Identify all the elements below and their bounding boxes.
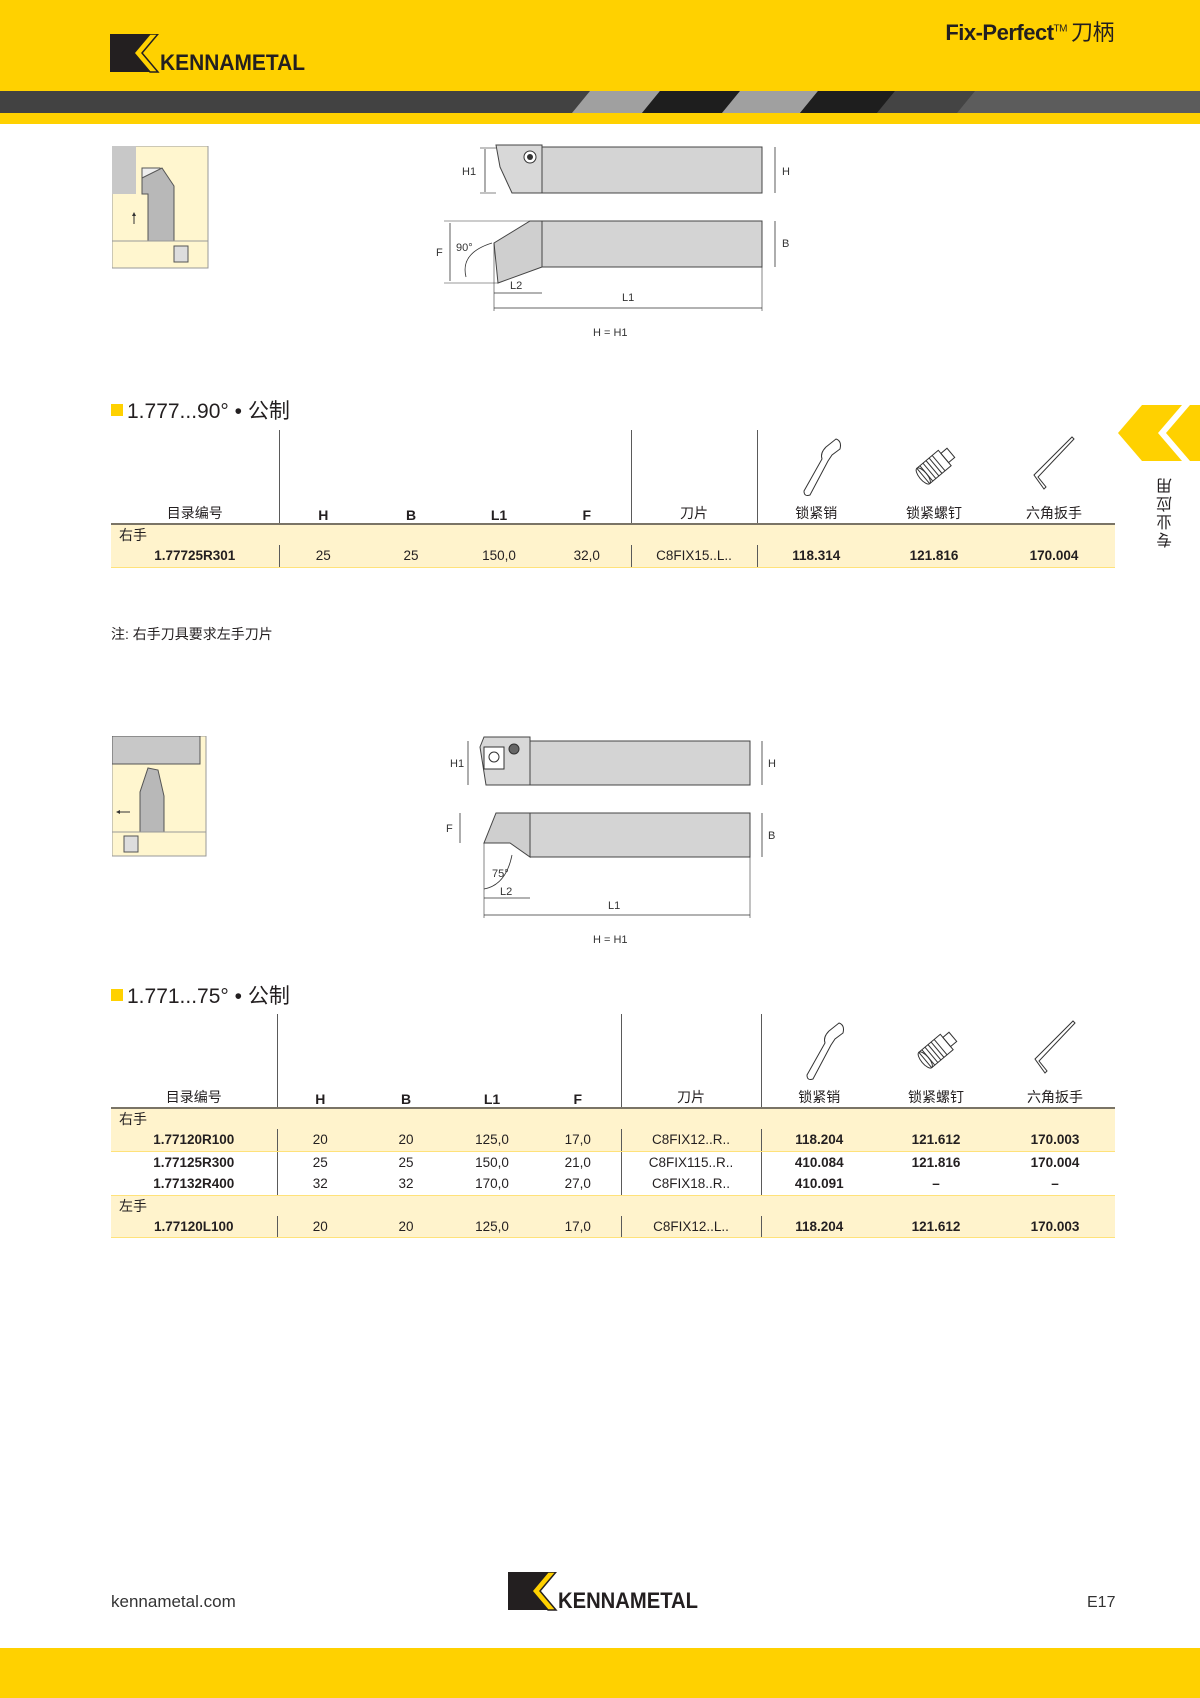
hex-key-icon: [995, 1014, 1115, 1084]
table-row[interactable]: 1.77120R100 20 20 125,0 17,0 C8FIX12..R.…: [111, 1129, 1115, 1152]
col-insert: 刀片: [620, 1084, 761, 1109]
lock-pin-icon: [760, 1014, 877, 1084]
col-h: H: [278, 500, 367, 525]
svg-text:L2: L2: [510, 280, 522, 292]
tool-drawing-75: H1 H F B 75° L2 L1 H = H1: [446, 736, 776, 943]
col-catalog-number: 目录编号: [111, 500, 279, 525]
col-lock-pin: 锁紧销: [760, 1084, 877, 1109]
application-illustration-75: [112, 736, 207, 857]
svg-text:H: H: [782, 166, 790, 178]
section-title-1777: 1.777...90° • 公制: [111, 395, 290, 425]
table-row[interactable]: 1.77125R300 25 25 150,0 21,0 C8FIX115..R…: [111, 1151, 1115, 1173]
group-left-hand: 左手: [111, 1195, 1115, 1216]
svg-text:F: F: [436, 247, 443, 259]
col-b: B: [367, 500, 455, 525]
col-hex-key: 六角扳手: [995, 1084, 1115, 1109]
hex-key-icon: [993, 430, 1115, 500]
col-b: B: [363, 1084, 449, 1109]
group-right-hand: 右手: [111, 1108, 1115, 1129]
side-tab-label: 专业应用: [1158, 476, 1175, 548]
col-lock-screw: 锁紧螺钉: [877, 1084, 995, 1109]
table-row[interactable]: 1.77725R301 25 25 150,0 32,0 C8FIX15..L.…: [111, 545, 1115, 568]
kennametal-logo-footer: KENNAMETAL: [508, 1571, 708, 1617]
col-catalog-number: 目录编号: [111, 1084, 277, 1109]
section-chevron-icon: [1118, 405, 1200, 461]
spec-table-1777: 目录编号 H B L1 F 刀片 锁紧销 锁紧螺钉 六角扳手 右手 1.7772…: [111, 430, 1115, 568]
svg-text:H = H1: H = H1: [593, 934, 628, 943]
lock-pin-icon: [756, 430, 875, 500]
table-note: 注: 右手刀具要求左手刀片: [111, 626, 273, 642]
svg-text:KENNAMETAL: KENNAMETAL: [160, 50, 305, 74]
svg-text:F: F: [446, 823, 453, 835]
lock-screw-icon: [875, 430, 993, 500]
col-insert: 刀片: [630, 500, 757, 525]
col-l1: L1: [449, 1084, 535, 1109]
tool-drawing-90: H1 H F 90° B L2 L1 H = H1: [436, 144, 790, 339]
svg-text:KENNAMETAL: KENNAMETAL: [558, 1588, 698, 1612]
svg-text:75°: 75°: [492, 868, 509, 880]
col-f: F: [543, 500, 631, 525]
svg-text:B: B: [782, 238, 789, 250]
svg-text:L1: L1: [622, 292, 634, 304]
col-l1: L1: [455, 500, 543, 525]
table-row[interactable]: 1.77132R400 32 32 170,0 27,0 C8FIX18..R.…: [111, 1173, 1115, 1196]
col-lock-screw: 锁紧螺钉: [875, 500, 993, 525]
page-number: E17: [1087, 1594, 1116, 1611]
col-h: H: [276, 1084, 363, 1109]
svg-text:H = H1: H = H1: [593, 327, 628, 339]
website-link[interactable]: kennametal.com: [111, 1592, 236, 1611]
col-f: F: [535, 1084, 621, 1109]
application-illustration-90: [112, 146, 209, 269]
section-title-1771: 1.771...75° • 公制: [111, 980, 290, 1010]
table-row[interactable]: 1.77120L100 20 20 125,0 17,0 C8FIX12..L.…: [111, 1215, 1115, 1238]
svg-text:L2: L2: [500, 886, 512, 898]
svg-text:B: B: [768, 830, 775, 842]
col-lock-pin: 锁紧销: [756, 500, 875, 525]
kennametal-logo: KENNAMETAL: [110, 34, 315, 74]
group-right-hand: 右手: [111, 524, 1115, 545]
svg-text:H1: H1: [450, 758, 464, 770]
spec-table-1771: 目录编号 H B L1 F 刀片 锁紧销 锁紧螺钉 六角扳手 右手 1.7712…: [111, 1014, 1115, 1238]
header-stripe: [0, 91, 1200, 113]
yellow-bullet-icon: [111, 404, 123, 416]
svg-text:H: H: [768, 758, 776, 770]
col-hex-key: 六角扳手: [993, 500, 1115, 525]
svg-text:H1: H1: [462, 166, 476, 178]
lock-screw-icon: [877, 1014, 995, 1084]
footer-bar: [0, 1648, 1200, 1698]
svg-text:L1: L1: [608, 900, 620, 912]
yellow-bullet-icon: [111, 989, 123, 1001]
svg-text:90°: 90°: [456, 242, 473, 254]
